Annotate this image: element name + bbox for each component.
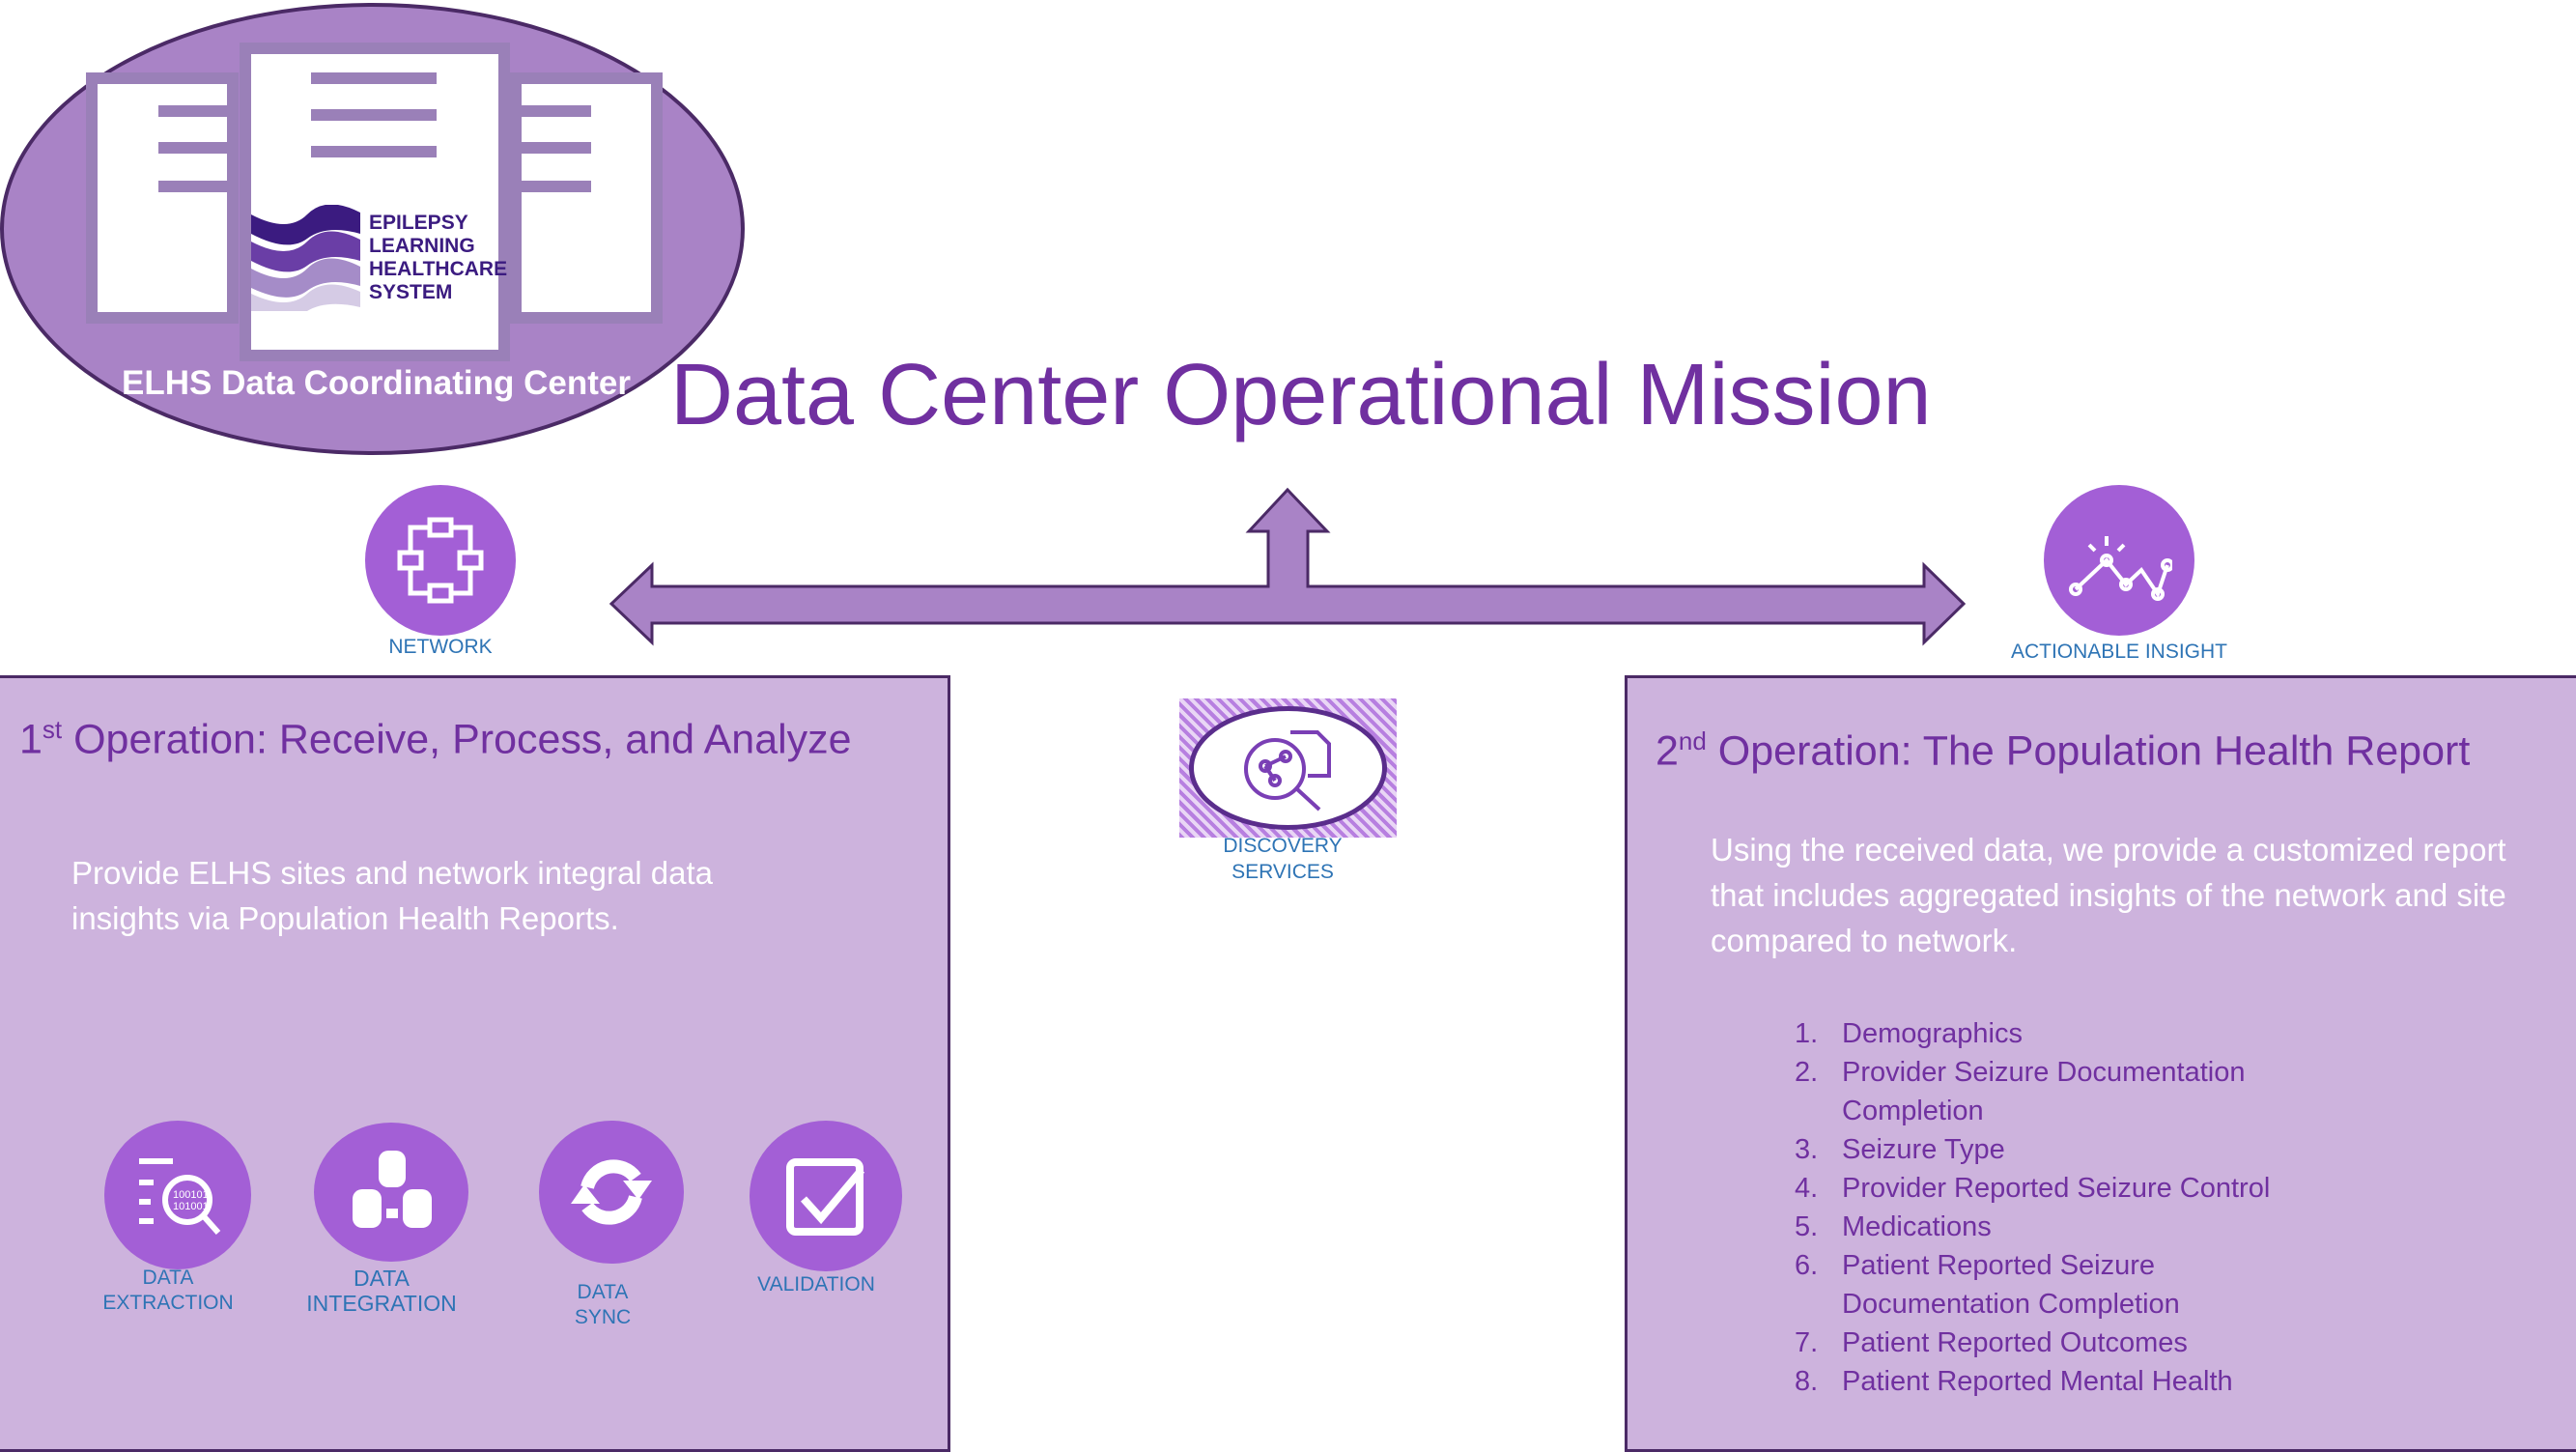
svg-text:101001: 101001 [173,1201,209,1212]
operation-2-description: Using the received data, we provide a cu… [1711,832,2506,958]
list-item: 2.Provider Seizure Documentation Complet… [1795,1057,2246,1126]
page-title: Data Center Operational Mission [670,347,1932,443]
operation-2-panel [1625,675,2576,1452]
list-item: 6.Patient Reported Seizure Documentation… [1795,1250,2180,1320]
list-item: 4.Provider Reported Seizure Control [1795,1173,2271,1204]
validation-icon [750,1121,902,1271]
list-item: 8.Patient Reported Mental Health [1795,1366,2233,1397]
list-item: 3.Seizure Type [1795,1134,2005,1165]
operation-2-heading: 2nd Operation: The Population Health Rep… [1656,726,2471,775]
discovery-services-badge [1179,698,1397,838]
data-sync-icon [539,1121,684,1264]
operation-1-panel [0,675,950,1452]
list-item: 1.Demographics [1795,1018,2023,1049]
report-contents-list: 1.Demographics 2.Provider Seizure Docume… [1795,1014,2306,1401]
svg-text:100101: 100101 [173,1189,209,1201]
validation-label: VALIDATION [757,1273,875,1295]
data-integration-icon [314,1123,468,1262]
actionable-insight-label: ACTIONABLE INSIGHT [2010,641,2228,663]
network-label: NETWORK [388,636,493,658]
list-item: 7.Patient Reported Outcomes [1795,1327,2188,1358]
chart-insight-icon [2044,485,2194,636]
network-icon [365,485,516,636]
operation-1-description: Provide ELHS sites and network integral … [71,855,714,936]
document-icon [510,72,663,324]
list-item: 5.Medications [1795,1211,1992,1242]
three-way-arrow [609,487,1967,646]
elhs-logo-waves [251,205,360,311]
hub-label: ELHS Data Coordinating Center [122,364,631,402]
operation-1-heading: 1st Operation: Receive, Process, and Ana… [19,715,852,763]
discovery-search-icon [1244,730,1331,811]
